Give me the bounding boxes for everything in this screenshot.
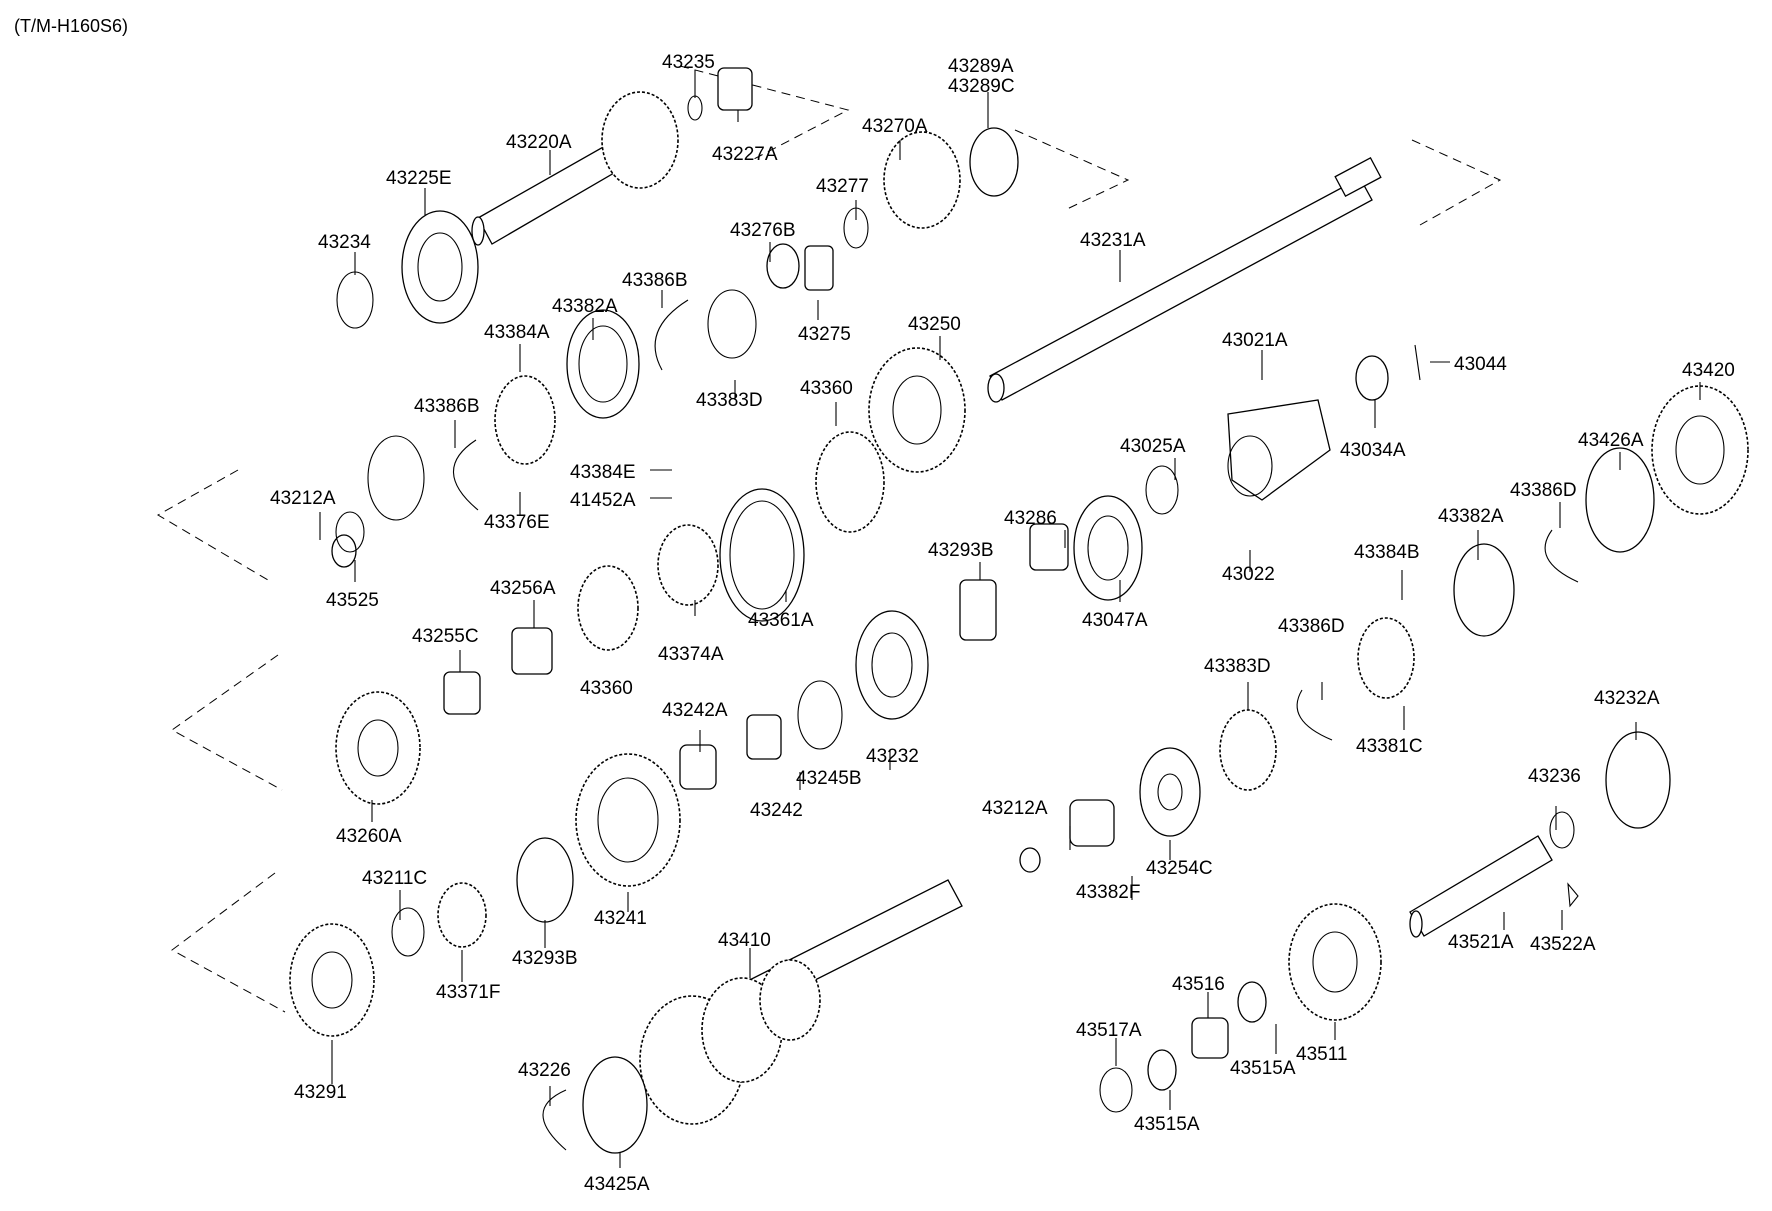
part-label: 43226	[518, 1060, 571, 1081]
part-label: 43232A	[1594, 688, 1660, 709]
part-label: 43360	[580, 678, 633, 699]
part-label: 43371F	[436, 982, 500, 1003]
part-label: 43386B	[622, 270, 688, 291]
part-label: 43517A	[1076, 1020, 1142, 1041]
part-labels: 43235 43289A 43289C 43227A 43220A 43270A…	[270, 52, 1735, 1195]
part-label: 43293B	[512, 948, 578, 969]
part-label: 43515A	[1134, 1114, 1200, 1135]
part-label: 43516	[1172, 974, 1225, 995]
diagram-title: (T/M-H160S6)	[14, 16, 129, 36]
part-label: 43426A	[1578, 430, 1644, 451]
part-label: 43382F	[1076, 882, 1140, 903]
part-label: 43384A	[484, 322, 550, 343]
part-label: 43291	[294, 1082, 347, 1103]
shaft-43521A	[1409, 835, 1553, 938]
part-label: 43270A	[862, 116, 928, 137]
part-label: 43382A	[552, 296, 618, 317]
part-label: 43386D	[1278, 616, 1345, 637]
part-label: 43361A	[748, 610, 814, 631]
part-label: 43231A	[1080, 230, 1146, 251]
part-label: 43241	[594, 908, 647, 929]
part-label: 43245B	[796, 768, 862, 789]
part-label: 43242A	[662, 700, 728, 721]
part-label: 43360	[800, 378, 853, 399]
part-label: 43276B	[730, 220, 796, 241]
part-label: 43384B	[1354, 542, 1420, 563]
part-label: 43236	[1528, 766, 1581, 787]
part-label: 43212A	[270, 488, 336, 509]
part-label: 43525	[326, 590, 379, 611]
part-label: 43289C	[948, 76, 1015, 97]
part-label: 43047A	[1082, 610, 1148, 631]
part-label: 43250	[908, 314, 961, 335]
part-label: 43211C	[362, 868, 427, 889]
part-label: 43522A	[1530, 934, 1596, 955]
part-label: 43420	[1682, 360, 1735, 381]
part-label: 43242	[750, 800, 803, 821]
part-label: 43022	[1222, 564, 1275, 585]
part-label: 43256A	[490, 578, 556, 599]
shaft-43220A	[471, 91, 679, 246]
part-label: 43386D	[1510, 480, 1577, 501]
shaft-43231A	[987, 157, 1382, 403]
part-label: 43025A	[1120, 436, 1186, 457]
part-label: 43511	[1296, 1044, 1347, 1065]
part-label: 43384E	[570, 462, 636, 483]
leader-lines	[319, 70, 1701, 1168]
part-label: 43260A	[336, 826, 402, 847]
part-label: 43220A	[506, 132, 572, 153]
shaft-43410	[639, 879, 963, 1125]
part-label: 43034A	[1340, 440, 1406, 461]
part-label: 43275	[798, 324, 851, 345]
part-label: 43382A	[1438, 506, 1504, 527]
part-label: 43212A	[982, 798, 1048, 819]
part-shapes	[289, 67, 1749, 1154]
part-label: 43293B	[928, 540, 994, 561]
part-label: 43255C	[412, 626, 479, 647]
part-label: 43232	[866, 746, 919, 767]
part-label: 43386B	[414, 396, 480, 417]
part-label: 43289A	[948, 56, 1014, 77]
part-label: 43374A	[658, 644, 724, 665]
part-label: 43381C	[1356, 736, 1423, 757]
part-label: 43044	[1454, 354, 1507, 375]
part-label: 43277	[816, 176, 869, 197]
part-label: 43254C	[1146, 858, 1213, 879]
part-label: 43234	[318, 232, 371, 253]
part-label: 43515A	[1230, 1058, 1296, 1079]
assembly-guide-lines	[156, 65, 1502, 1013]
part-label: 43521A	[1448, 932, 1514, 953]
part-label: 43383D	[696, 390, 763, 411]
part-label: 43286	[1004, 508, 1057, 529]
part-label: 43410	[718, 930, 771, 951]
part-label: 43225E	[386, 168, 452, 189]
part-label: 43376E	[484, 512, 550, 533]
part-label: 43383D	[1204, 656, 1271, 677]
part-label: 43021A	[1222, 330, 1288, 351]
part-label: 43235	[662, 52, 715, 73]
part-label: 41452A	[570, 490, 636, 511]
part-label: 43227A	[712, 144, 778, 165]
part-label: 43425A	[584, 1174, 650, 1195]
